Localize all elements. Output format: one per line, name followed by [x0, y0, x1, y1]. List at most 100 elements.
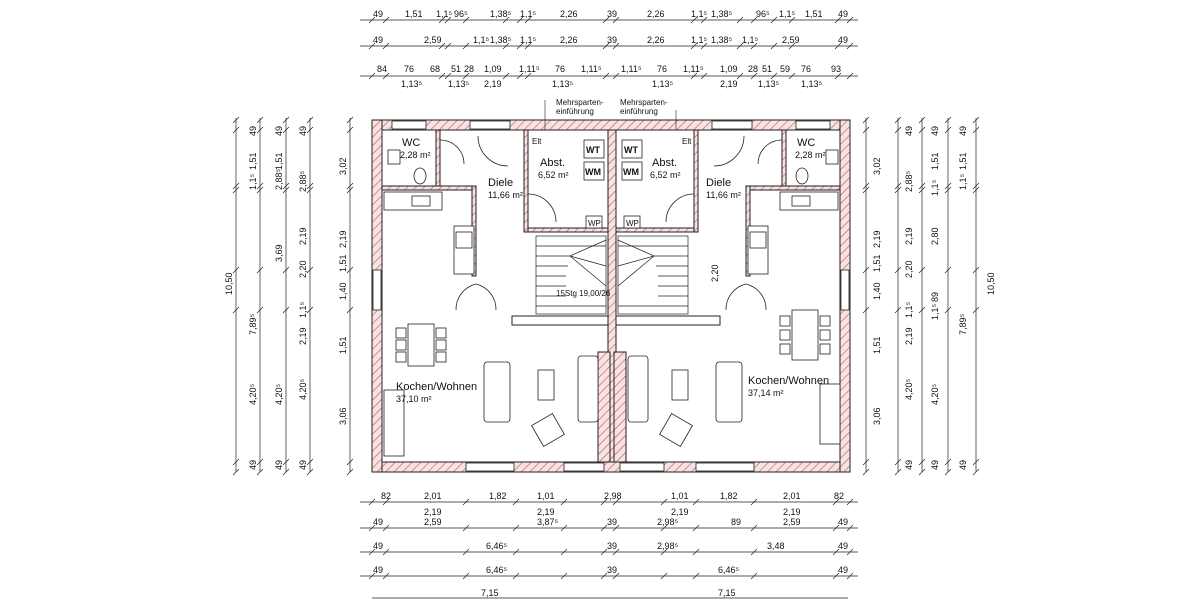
- dim-label: 76: [555, 64, 565, 74]
- dim-label: 7,15: [718, 588, 736, 598]
- dim-label: 2,59: [783, 517, 801, 527]
- dimension-tick: [894, 126, 902, 134]
- dimension-tick: [660, 548, 668, 556]
- dim-label: 1,13⁵: [448, 79, 470, 89]
- dimension-tick: [256, 126, 264, 134]
- dim-label: 1,38⁵: [490, 9, 512, 19]
- dimension-tick: [690, 16, 698, 24]
- dimension-tick: [368, 16, 376, 24]
- dim-label: 1,1⁵: [298, 301, 308, 318]
- dim-label: 1,38⁵: [490, 35, 512, 45]
- dim-label: 2,88⁵: [298, 170, 308, 192]
- dimension-tick: [944, 266, 952, 274]
- room-area: 11,66 m²: [488, 190, 523, 200]
- dim-label: 49: [904, 126, 914, 136]
- dimension-tick: [692, 572, 700, 580]
- dimension-tick: [346, 182, 354, 190]
- dim-label: 39: [607, 565, 617, 575]
- dimension-tick: [788, 42, 796, 50]
- dim-label: 49: [274, 126, 284, 136]
- dimension-tick: [346, 468, 354, 476]
- dimension-tick: [770, 42, 778, 50]
- dim-label: 1,51: [872, 336, 882, 354]
- dimension-tick: [918, 458, 926, 466]
- dimension-tick: [306, 306, 314, 314]
- dim-label: 2,80: [930, 227, 940, 245]
- dim-label: 3,02: [872, 157, 882, 175]
- dim-label: 1,11⁵: [621, 64, 642, 74]
- room-area: 2,28 m²: [795, 150, 826, 160]
- dimension-tick: [462, 42, 470, 50]
- dim-label: 1,11⁵: [683, 64, 704, 74]
- dimension-tick: [282, 186, 290, 194]
- dimension-tick: [612, 548, 620, 556]
- dimension-tick: [462, 16, 470, 24]
- room-name: Kochen/Wohnen: [748, 375, 829, 387]
- dim-label: 49: [958, 460, 968, 470]
- dimension-tick: [972, 306, 980, 314]
- dimension-tick: [232, 306, 240, 314]
- dim-label: 1,1⁵: [779, 9, 796, 19]
- dim-label: 82: [834, 491, 844, 501]
- dimension-tick: [862, 458, 870, 466]
- dimension-tick: [256, 116, 264, 124]
- dimension-tick: [282, 116, 290, 124]
- dim-label: 6,46⁵: [718, 565, 740, 575]
- dimension-tick: [750, 572, 758, 580]
- utility-entry-note: Mehrsparten-: [556, 98, 604, 107]
- dim-label: 2,19: [872, 230, 882, 248]
- room-area: 6,52 m²: [650, 170, 681, 180]
- dim-label: 1,1⁵: [248, 173, 258, 190]
- dimension-tick: [862, 266, 870, 274]
- dim-label: 2,88⁵: [904, 170, 914, 192]
- dim-label: 2,59: [424, 35, 442, 45]
- dim-label: 2,19: [338, 230, 348, 248]
- dimension-tick: [894, 306, 902, 314]
- dim-label: 1,38⁵: [711, 35, 733, 45]
- electric-label: Elt: [532, 137, 542, 146]
- dimension-tick: [788, 72, 796, 80]
- dim-label: 2,01: [424, 491, 442, 501]
- dimension-tick: [516, 42, 524, 50]
- dimension-tick: [462, 498, 470, 506]
- room-area: 37,14 m²: [748, 388, 784, 398]
- dim-label: 49: [373, 541, 383, 551]
- dimension-tick: [846, 572, 854, 580]
- dim-label: 28: [464, 64, 474, 74]
- dimension-tick: [918, 266, 926, 274]
- dimension-tick: [382, 524, 390, 532]
- dimension-tick: [368, 498, 376, 506]
- heatpump-label: WP: [626, 219, 639, 228]
- dimension-tick: [660, 572, 668, 580]
- dim-label: 3,06: [338, 407, 348, 425]
- dim-label: 49: [274, 460, 284, 470]
- dim-label: 6,46⁵: [486, 565, 508, 575]
- dim-label: 49: [373, 9, 383, 19]
- dimension-tick: [832, 498, 840, 506]
- dim-label: 2,19: [783, 507, 801, 517]
- dimension-tick: [462, 548, 470, 556]
- dim-label: 3,06: [872, 407, 882, 425]
- dim-label: 49: [958, 126, 968, 136]
- dim-label: 1,40: [872, 282, 882, 300]
- dimension-tick: [306, 468, 314, 476]
- dim-label: 1,51: [338, 336, 348, 354]
- dimension-tick: [944, 458, 952, 466]
- dim-label: 1,82: [720, 491, 738, 501]
- dimension-tick: [232, 266, 240, 274]
- dim-label: 39: [607, 35, 617, 45]
- dim-label: 1,51: [248, 152, 258, 170]
- dim-label: 1,09: [484, 64, 502, 74]
- dimension-tick: [368, 548, 376, 556]
- dim-label: 1,1⁵: [691, 9, 708, 19]
- dimension-tick: [282, 468, 290, 476]
- dim-label: 1,1⁵: [691, 35, 708, 45]
- dim-label: 1,13⁵: [652, 79, 674, 89]
- dimension-tick: [256, 306, 264, 314]
- dimension-tick: [438, 72, 446, 80]
- dimension-tick: [944, 468, 952, 476]
- dimension-tick: [444, 16, 452, 24]
- stair-dim: 2,20: [710, 264, 720, 282]
- dim-label: 10,50: [224, 272, 234, 295]
- dimension-tick: [368, 72, 376, 80]
